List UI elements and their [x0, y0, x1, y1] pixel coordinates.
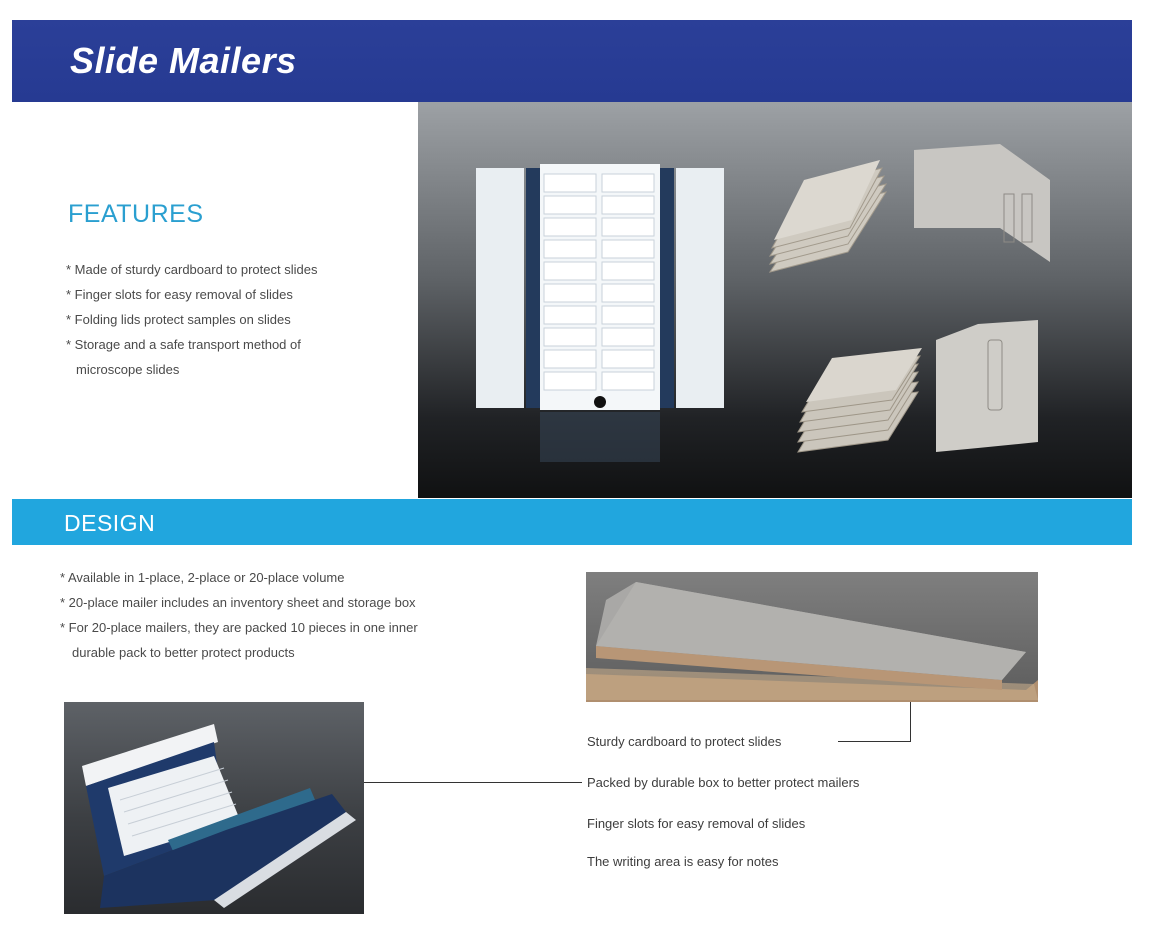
callout-finger-slots: Finger slots for easy removal of slides: [587, 816, 806, 831]
product-photo-mailers: [418, 102, 1132, 498]
list-item: * Storage and a safe transport method of: [66, 337, 301, 352]
list-item: microscope slides: [76, 362, 180, 377]
leader-line: [838, 741, 911, 742]
box-photo: [64, 702, 364, 914]
callout-writing-area: The writing area is easy for notes: [587, 854, 779, 869]
design-list: * Available in 1-place, 2-place or 20-pl…: [60, 570, 500, 670]
list-item: * 20-place mailer includes an inventory …: [60, 595, 416, 610]
list-item: * For 20-place mailers, they are packed …: [60, 620, 418, 635]
design-heading: DESIGN: [64, 510, 156, 536]
features-list: * Made of sturdy cardboard to protect sl…: [66, 262, 406, 382]
list-item: * Folding lids protect samples on slides: [66, 312, 291, 327]
callout-cardboard: Sturdy cardboard to protect slides: [587, 734, 782, 749]
cardboard-photo: [586, 572, 1038, 702]
design-band: DESIGN: [12, 499, 1132, 545]
features-heading: FEATURES: [68, 200, 204, 228]
list-item: * Available in 1-place, 2-place or 20-pl…: [60, 570, 345, 585]
page-header: Slide Mailers: [12, 20, 1132, 102]
leader-line: [364, 782, 582, 783]
cardboard-illustration: [586, 582, 1038, 702]
list-item: durable pack to better protect products: [72, 645, 295, 660]
storage-box-illustration: [82, 724, 356, 908]
list-item: * Finger slots for easy removal of slide…: [66, 287, 293, 302]
callout-box: Packed by durable box to better protect …: [587, 775, 860, 790]
mailers-illustration: [476, 144, 1050, 462]
list-item: * Made of sturdy cardboard to protect sl…: [66, 262, 318, 277]
leader-line: [910, 702, 911, 742]
page-title: Slide Mailers: [70, 40, 297, 81]
